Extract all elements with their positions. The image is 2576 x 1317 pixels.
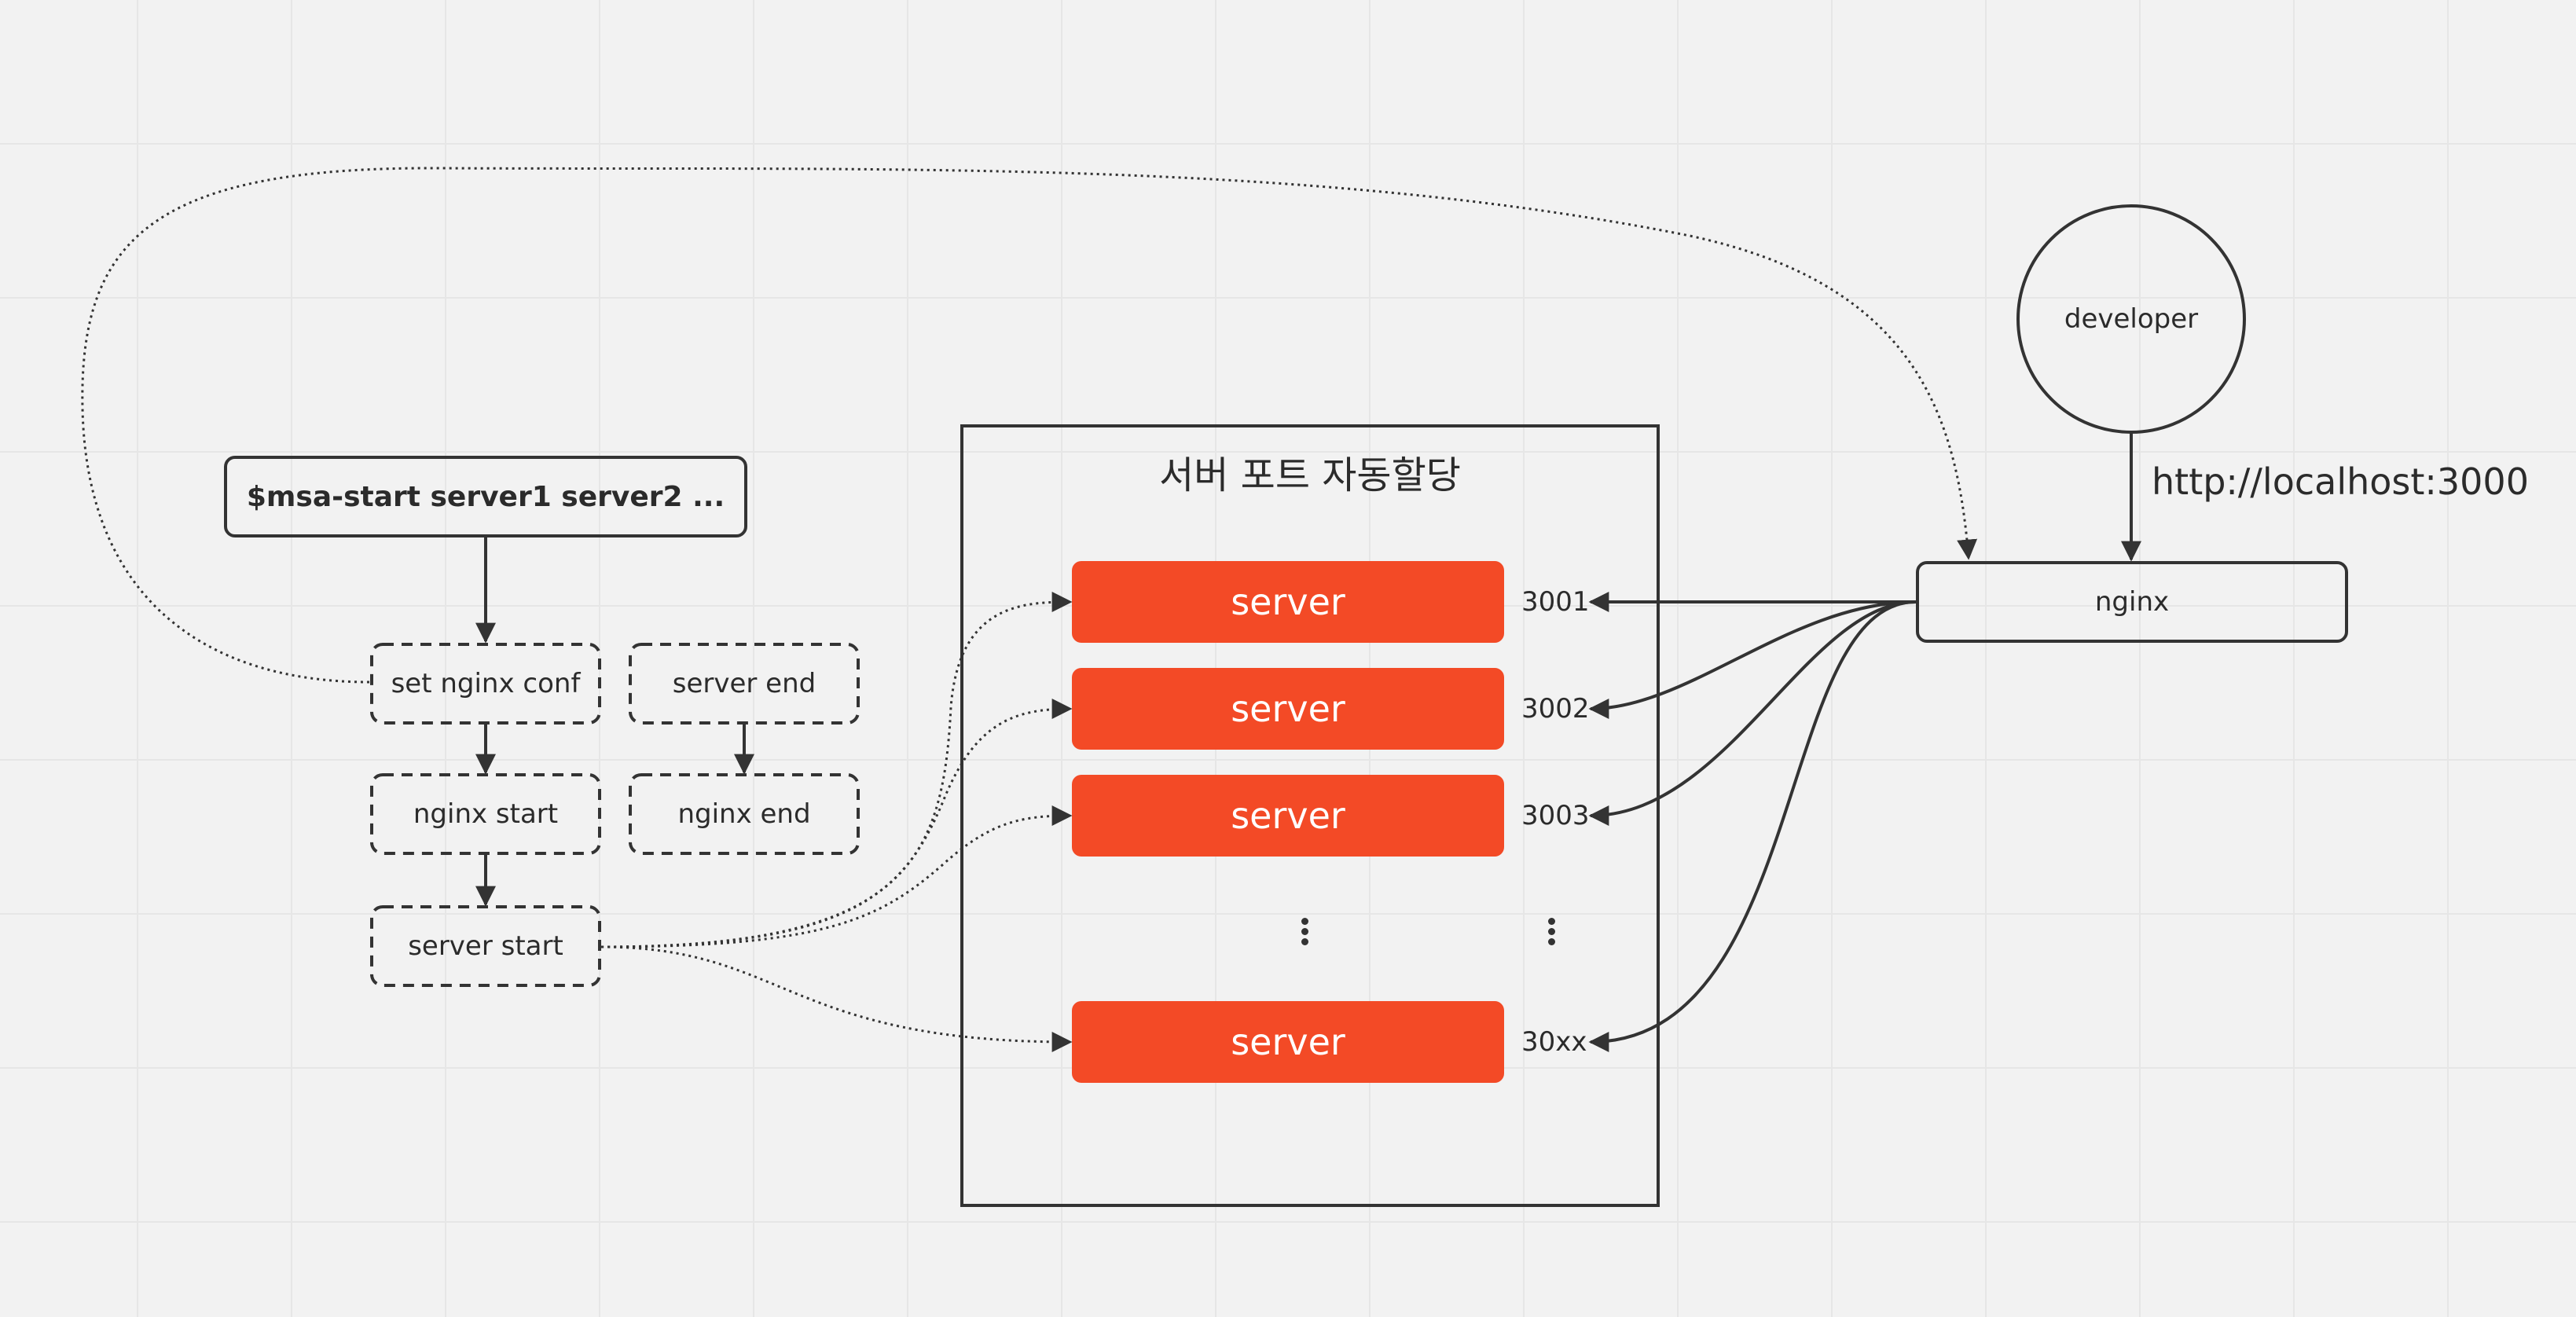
server-label: server [1231, 1021, 1345, 1063]
port-label: 3002 [1521, 693, 1590, 725]
port-label: 30xx [1521, 1026, 1587, 1058]
server-start-label: server start [408, 930, 563, 962]
port-allocation-container [960, 424, 1660, 1207]
developer-url-label: http://localhost:3000 [2152, 460, 2529, 503]
developer-label: developer [2064, 303, 2199, 335]
server-end-label: server end [672, 668, 816, 699]
server-ellipsis [1289, 904, 1320, 959]
port-ellipsis [1536, 904, 1567, 959]
nginx-label: nginx [2094, 586, 2170, 618]
nginx-start-label: nginx start [413, 798, 559, 830]
server-start-connector [600, 945, 1073, 1052]
config-loop-connector [81, 167, 1978, 684]
server-label: server [1231, 581, 1345, 623]
server-block [1072, 775, 1504, 857]
nginx-end-box [629, 773, 860, 855]
nginx-to-port-arrow [1588, 600, 1917, 1052]
set-nginx-conf-label: set nginx conf [391, 668, 581, 699]
server-block [1072, 1001, 1504, 1083]
server-label: server [1231, 794, 1345, 837]
server-start-connector [600, 805, 1073, 948]
server-block [1072, 561, 1504, 643]
container-title: 서버 포트 자동할당 [1159, 453, 1461, 497]
server-start-connector [600, 699, 1073, 948]
server-block [1072, 668, 1504, 750]
nginx-to-port-arrow [1588, 600, 1917, 719]
server-label: server [1231, 688, 1345, 730]
nginx-box [1916, 561, 2348, 643]
command-label: $msa-start server1 server2 ... [246, 480, 725, 513]
nginx-to-port-arrow [1588, 600, 1917, 826]
server-start-box [370, 905, 601, 987]
server-start-connector [600, 592, 1073, 948]
nginx-end-label: nginx end [677, 798, 811, 830]
port-label: 3001 [1521, 586, 1590, 618]
port-label: 3003 [1521, 800, 1590, 831]
